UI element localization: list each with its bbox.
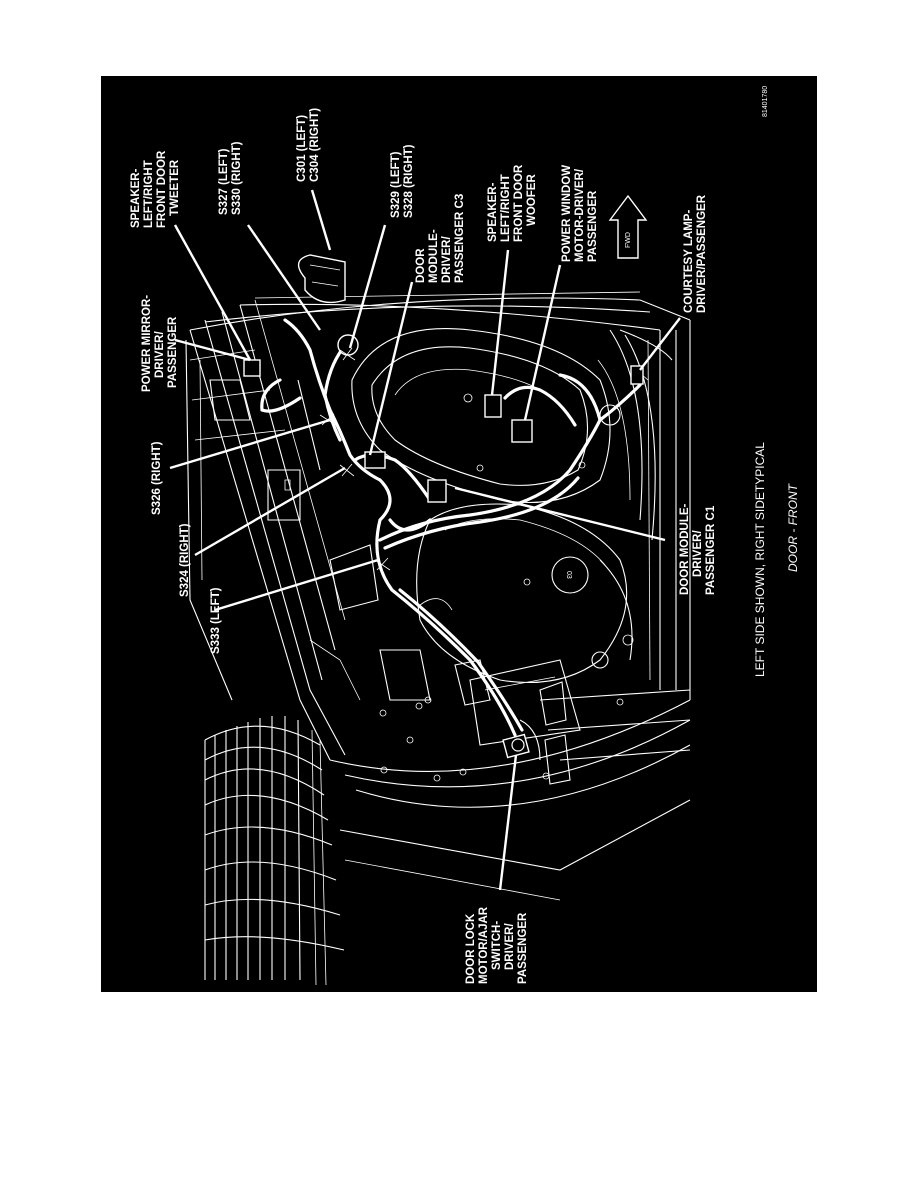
svg-text:03: 03 <box>565 571 572 579</box>
callout-s324: S324 (RIGHT) <box>179 523 191 597</box>
callout-woofer: SPEAKER- LEFT/RIGHT FRONT DOOR WOOFER <box>487 161 538 242</box>
leader-lines <box>169 189 681 891</box>
callout-s327: S327 (LEFT) S330 (RIGHT) <box>218 141 243 215</box>
wiring-harness <box>243 254 644 759</box>
callout-tweeter: SPEAKER- LEFT/RIGHT FRONT DOOR TWEETER <box>130 147 181 228</box>
fwd-label: FWD <box>625 232 632 248</box>
figure-id: 81401780 <box>762 86 769 117</box>
callout-mirror: POWER MIRROR- DRIVER/ PASSENGER <box>141 292 179 392</box>
callout-module-c1: DOOR MODULE- DRIVER/ PASSENGER C1 <box>679 500 717 595</box>
callout-courtesy-lamp: COURTESY LAMP- DRIVER/PASSENGER <box>683 194 708 313</box>
callout-window-motor: POWER WINDOW MOTOR-DRIVER/ PASSENGER <box>561 162 599 262</box>
figure-title: DOOR - FRONT <box>786 482 800 572</box>
callout-s333: S333 (LEFT) <box>210 587 222 654</box>
figure-caption: LEFT SIDE SHOWN, RIGHT SIDETYPICAL <box>753 442 767 677</box>
callout-s326: S326 (RIGHT) <box>151 441 163 515</box>
callout-labels: SPEAKER- LEFT/RIGHT FRONT DOOR TWEETER S… <box>130 86 800 984</box>
callout-s329: S329 (LEFT) S328 (RIGHT) <box>390 144 415 218</box>
callout-module-c3: DOOR MODULE- DRIVER/ PASSENGER C3 <box>415 194 466 283</box>
callout-door-lock: DOOR LOCK MOTOR/AJAR SWITCH- DRIVER/ PAS… <box>465 904 529 984</box>
fwd-arrow: FWD <box>608 194 648 259</box>
callout-c301: C301 (LEFT) C304 (RIGHT) <box>296 108 321 182</box>
diagram-panel <box>101 76 817 992</box>
